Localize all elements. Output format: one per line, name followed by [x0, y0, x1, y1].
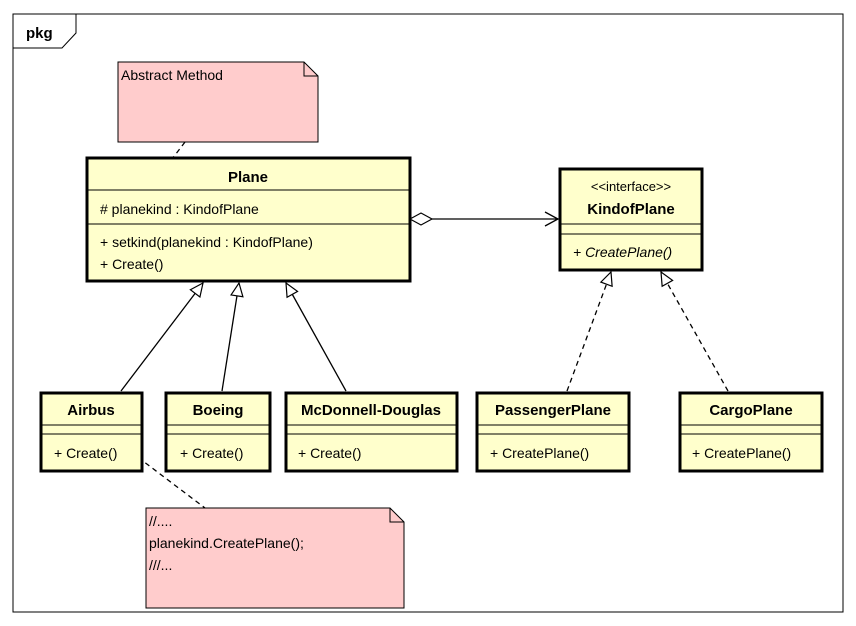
aggregation-plane-kindofplane: [408, 211, 560, 227]
class-name: Boeing: [193, 402, 244, 419]
class-attribute: # planekind : KindofPlane: [100, 201, 259, 217]
package-frame: pkg: [12, 13, 844, 613]
class-cargoplane[interactable]: CargoPlane + CreatePlane(): [678, 391, 824, 473]
stereotype: <<interface>>: [591, 179, 671, 194]
navigation-arrowhead: [544, 211, 560, 227]
class-operation: + setkind(planekind : KindofPlane): [100, 234, 313, 250]
note-text: Abstract Method: [121, 67, 223, 83]
class-operation: + Create(): [54, 445, 117, 461]
class-operation: + CreatePlane(): [490, 445, 589, 461]
class-operation: + Create(): [180, 445, 243, 461]
interface-kindofplane[interactable]: <<interface>> KindofPlane + CreatePlane(…: [558, 167, 704, 272]
class-name: Airbus: [67, 402, 115, 419]
note-airbus-implementation[interactable]: //.... planekind.CreatePlane(); ///...: [145, 507, 405, 609]
generalization-boeing-plane: [221, 281, 244, 392]
class-operation: + CreatePlane(): [692, 445, 791, 461]
note-line-2: planekind.CreatePlane();: [149, 535, 304, 551]
class-plane[interactable]: Plane # planekind : KindofPlane + setkin…: [85, 156, 412, 283]
note-line-1: //....: [149, 513, 172, 529]
package-label: pkg: [26, 25, 53, 42]
realization-cargoplane-kindofplane: [660, 270, 729, 392]
class-operation: + Create(): [298, 445, 361, 461]
realization-passengerplane-kindofplane: [566, 270, 613, 392]
class-operation: + CreatePlane(): [573, 244, 672, 260]
class-airbus[interactable]: Airbus + Create(): [39, 391, 144, 473]
note-line-3: ///...: [149, 557, 172, 573]
class-operation: + Create(): [100, 256, 163, 272]
class-mcdonnell-douglas[interactable]: McDonnell-Douglas + Create(): [284, 391, 459, 473]
class-name: CargoPlane: [709, 402, 792, 419]
class-name: KindofPlane: [587, 201, 675, 218]
note-abstract-method[interactable]: Abstract Method: [117, 61, 319, 143]
class-name: PassengerPlane: [495, 402, 611, 419]
class-name: Plane: [228, 169, 268, 186]
class-passengerplane[interactable]: PassengerPlane + CreatePlane(): [475, 391, 631, 473]
generalization-airbus-plane: [120, 281, 204, 392]
aggregation-diamond: [408, 212, 434, 226]
note-anchor-airbus: [130, 451, 206, 509]
class-name: McDonnell-Douglas: [301, 402, 441, 419]
class-boeing[interactable]: Boeing + Create(): [164, 391, 272, 473]
generalization-mcdonnell-plane: [285, 281, 347, 392]
